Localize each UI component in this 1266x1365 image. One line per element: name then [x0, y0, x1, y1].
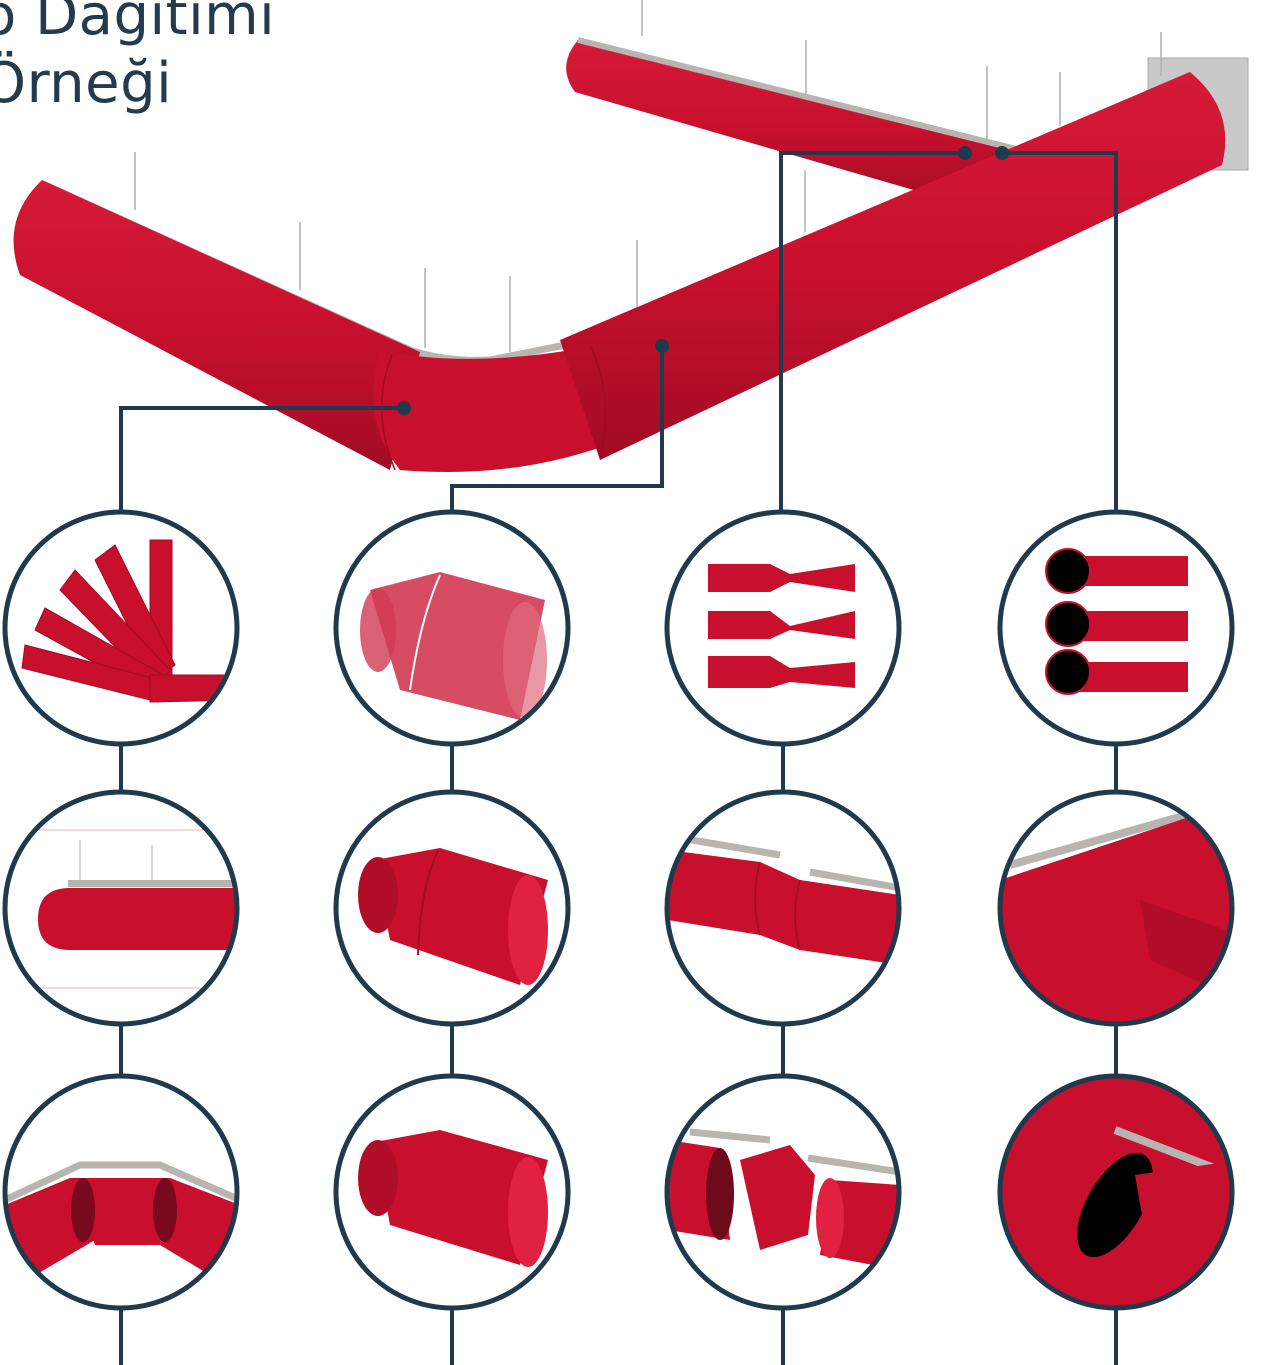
detail-elbow-end-cap — [2, 789, 240, 1027]
detail-straight-cylinder — [333, 789, 571, 1027]
detail-reducer-exploded — [664, 1073, 902, 1311]
main-duct-elbow — [373, 345, 620, 472]
hanger-wires — [134, 0, 1162, 352]
duct-system — [13, 0, 1249, 512]
detail-transparent-cylinder — [333, 509, 571, 747]
detail-end-cap-stack — [997, 509, 1235, 747]
detail-elbow-fan — [2, 509, 240, 747]
detail-tee-opening — [997, 1073, 1235, 1311]
detail-plain-cylinder — [333, 1073, 571, 1311]
detail-elbow-segments — [2, 1073, 240, 1311]
main-duct-left-arm — [13, 180, 420, 470]
branch-duct — [566, 40, 1020, 215]
detail-reducer-on-rail — [664, 789, 902, 1027]
detail-tee-junction — [997, 789, 1235, 1027]
title-line-1: ö Dağıtımı — [0, 0, 276, 48]
callout-lines — [119, 151, 1118, 512]
column-connectors — [119, 744, 1118, 1365]
main-duct-right-arm — [560, 72, 1226, 460]
title-line-2: Örneği — [0, 51, 173, 116]
detail-reducer-stack — [664, 509, 902, 747]
callout-dots — [397, 146, 1009, 415]
page-title: ö Dağıtımı Örneği — [0, 0, 275, 118]
